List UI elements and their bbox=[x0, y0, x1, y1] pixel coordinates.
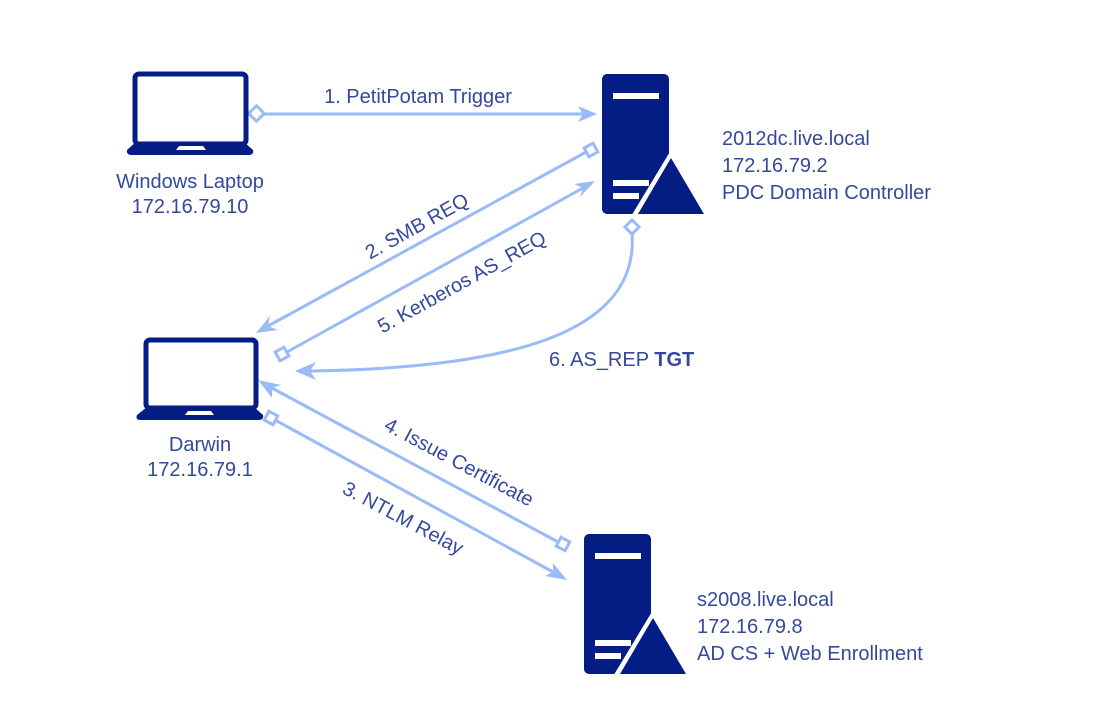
node-label-hostname: s2008.live.local bbox=[697, 589, 834, 611]
arrowhead bbox=[258, 380, 281, 398]
edge-source-diamond bbox=[273, 345, 291, 363]
node-label-name: Windows Laptop bbox=[116, 171, 264, 193]
server-icon bbox=[584, 534, 692, 678]
node-label-ip: 172.16.79.8 bbox=[697, 616, 803, 638]
edge-source-diamond bbox=[582, 141, 600, 159]
node-darwin[interactable]: Darwin 172.16.79.1 bbox=[136, 337, 264, 481]
node-label-ip: 172.16.79.1 bbox=[147, 459, 253, 481]
arrowhead bbox=[295, 362, 316, 380]
arrowhead bbox=[256, 316, 278, 333]
laptop-icon bbox=[136, 337, 264, 420]
node-adcs-server[interactable]: s2008.live.local 172.16.79.8 AD CS + Web… bbox=[584, 534, 923, 678]
edge-label-plain: 6. AS_REP bbox=[549, 349, 654, 371]
edge-line bbox=[274, 418, 554, 574]
node-label-hostname: 2012dc.live.local bbox=[722, 128, 870, 150]
node-label-role: PDC Domain Controller bbox=[722, 182, 931, 204]
edge-label: 2. SMB REQ bbox=[362, 189, 473, 264]
node-label-name: Darwin bbox=[169, 434, 231, 456]
edge-as-rep-tgt: 6. AS_REP TGT bbox=[295, 217, 694, 380]
edge-source-diamond bbox=[262, 409, 280, 427]
node-domain-controller[interactable]: 2012dc.live.local 172.16.79.2 PDC Domain… bbox=[602, 74, 931, 218]
edge-line bbox=[309, 231, 634, 373]
warning-triangle-icon bbox=[620, 618, 686, 674]
edge-label: 1. PetitPotam Trigger bbox=[324, 86, 512, 108]
server-icon bbox=[602, 74, 710, 218]
arrowhead bbox=[545, 563, 567, 580]
edge-label-bold: TGT bbox=[654, 349, 694, 371]
arrowhead bbox=[578, 106, 597, 122]
edge-source-diamond bbox=[554, 535, 572, 553]
node-label-role: AD CS + Web Enrollment bbox=[697, 643, 923, 665]
laptop-icon bbox=[126, 71, 254, 155]
edge-source-diamond bbox=[246, 103, 267, 124]
edge-label: 6. AS_REP TGT bbox=[549, 349, 694, 371]
node-windows-laptop[interactable]: Windows Laptop 172.16.79.10 bbox=[116, 71, 264, 218]
edge-line bbox=[267, 149, 589, 328]
warning-triangle-icon bbox=[638, 158, 704, 214]
edge-petitpotam-trigger: 1. PetitPotam Trigger bbox=[246, 86, 597, 124]
arrowhead bbox=[574, 181, 595, 197]
edge-source-diamond bbox=[622, 217, 642, 237]
edge-line bbox=[286, 186, 584, 354]
edge-label: 4. Issue Certificate bbox=[381, 414, 538, 511]
node-label-ip: 172.16.79.2 bbox=[722, 155, 828, 177]
node-label-ip: 172.16.79.10 bbox=[132, 196, 249, 218]
edge-line bbox=[269, 385, 561, 545]
